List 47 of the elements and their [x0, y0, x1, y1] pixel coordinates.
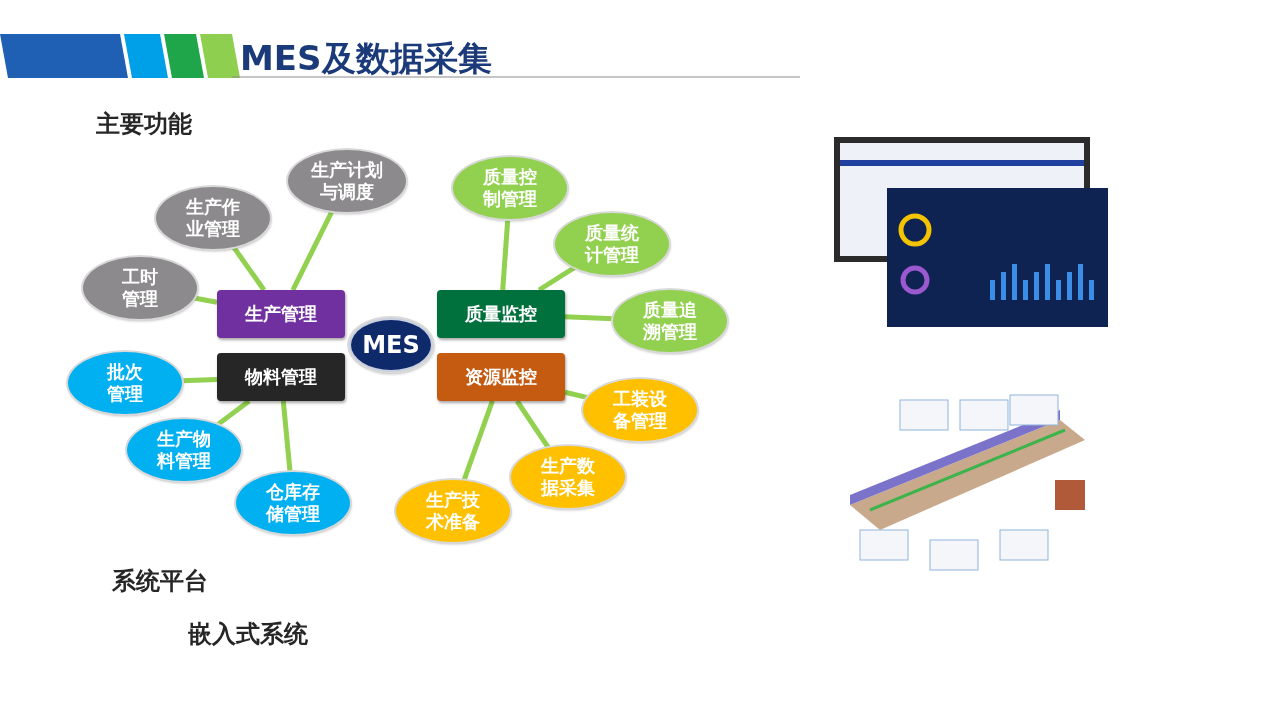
node-label: 工装设备管理: [612, 388, 668, 432]
node-label: 生产管理: [245, 303, 317, 325]
function-bubble: [156, 187, 270, 249]
function-bubble: [68, 352, 182, 414]
function-bubble: [83, 257, 197, 319]
connector-line: [215, 399, 251, 427]
hub-ellipse: [349, 318, 433, 372]
category-box: [437, 290, 565, 338]
function-bubble: [453, 157, 567, 219]
connector-line: [537, 265, 577, 293]
platform-text: 嵌入式系统: [188, 619, 308, 650]
node-label: 生产作业管理: [185, 196, 241, 240]
function-bubble: [555, 213, 669, 275]
node-label: 资源监控: [465, 366, 537, 388]
node-label: 生产计划与调度: [310, 159, 384, 203]
connector-line: [500, 218, 511, 291]
category-box: [217, 353, 345, 401]
category-box: [217, 290, 345, 338]
node-label: 物料管理: [245, 366, 317, 388]
function-bubble: [127, 419, 241, 481]
node-label: 仓库存储管理: [265, 481, 321, 525]
category-box: [437, 353, 565, 401]
node-label: 质量统计管理: [584, 222, 640, 266]
section-heading: 主要功能: [96, 109, 192, 140]
connector-line: [181, 376, 218, 384]
connector-line: [280, 400, 293, 473]
function-bubble: [613, 290, 727, 352]
node-label: 工时管理: [121, 266, 159, 310]
node-label: MES: [362, 330, 420, 360]
function-bubble: [236, 472, 350, 534]
connector-line: [564, 389, 589, 401]
section-heading: 系统平台: [112, 566, 208, 597]
node-label: 生产技术准备: [425, 489, 481, 533]
function-bubble: [396, 480, 510, 542]
node-label: 生产数据采集: [540, 455, 596, 499]
connector-line: [564, 314, 614, 322]
node-label: 生产物料管理: [156, 428, 212, 472]
function-bubble: [288, 150, 406, 212]
function-bubble: [583, 379, 697, 441]
node-label: 质量控制管理: [482, 166, 538, 210]
slide-title: MES及数据采集: [240, 37, 492, 80]
node-label: 批次管理: [106, 361, 144, 405]
function-bubble: [511, 446, 625, 508]
connector-line: [461, 400, 495, 482]
connector-line: [193, 295, 218, 305]
node-label: 质量追溯管理: [642, 299, 698, 343]
node-label: 质量监控: [465, 303, 537, 325]
